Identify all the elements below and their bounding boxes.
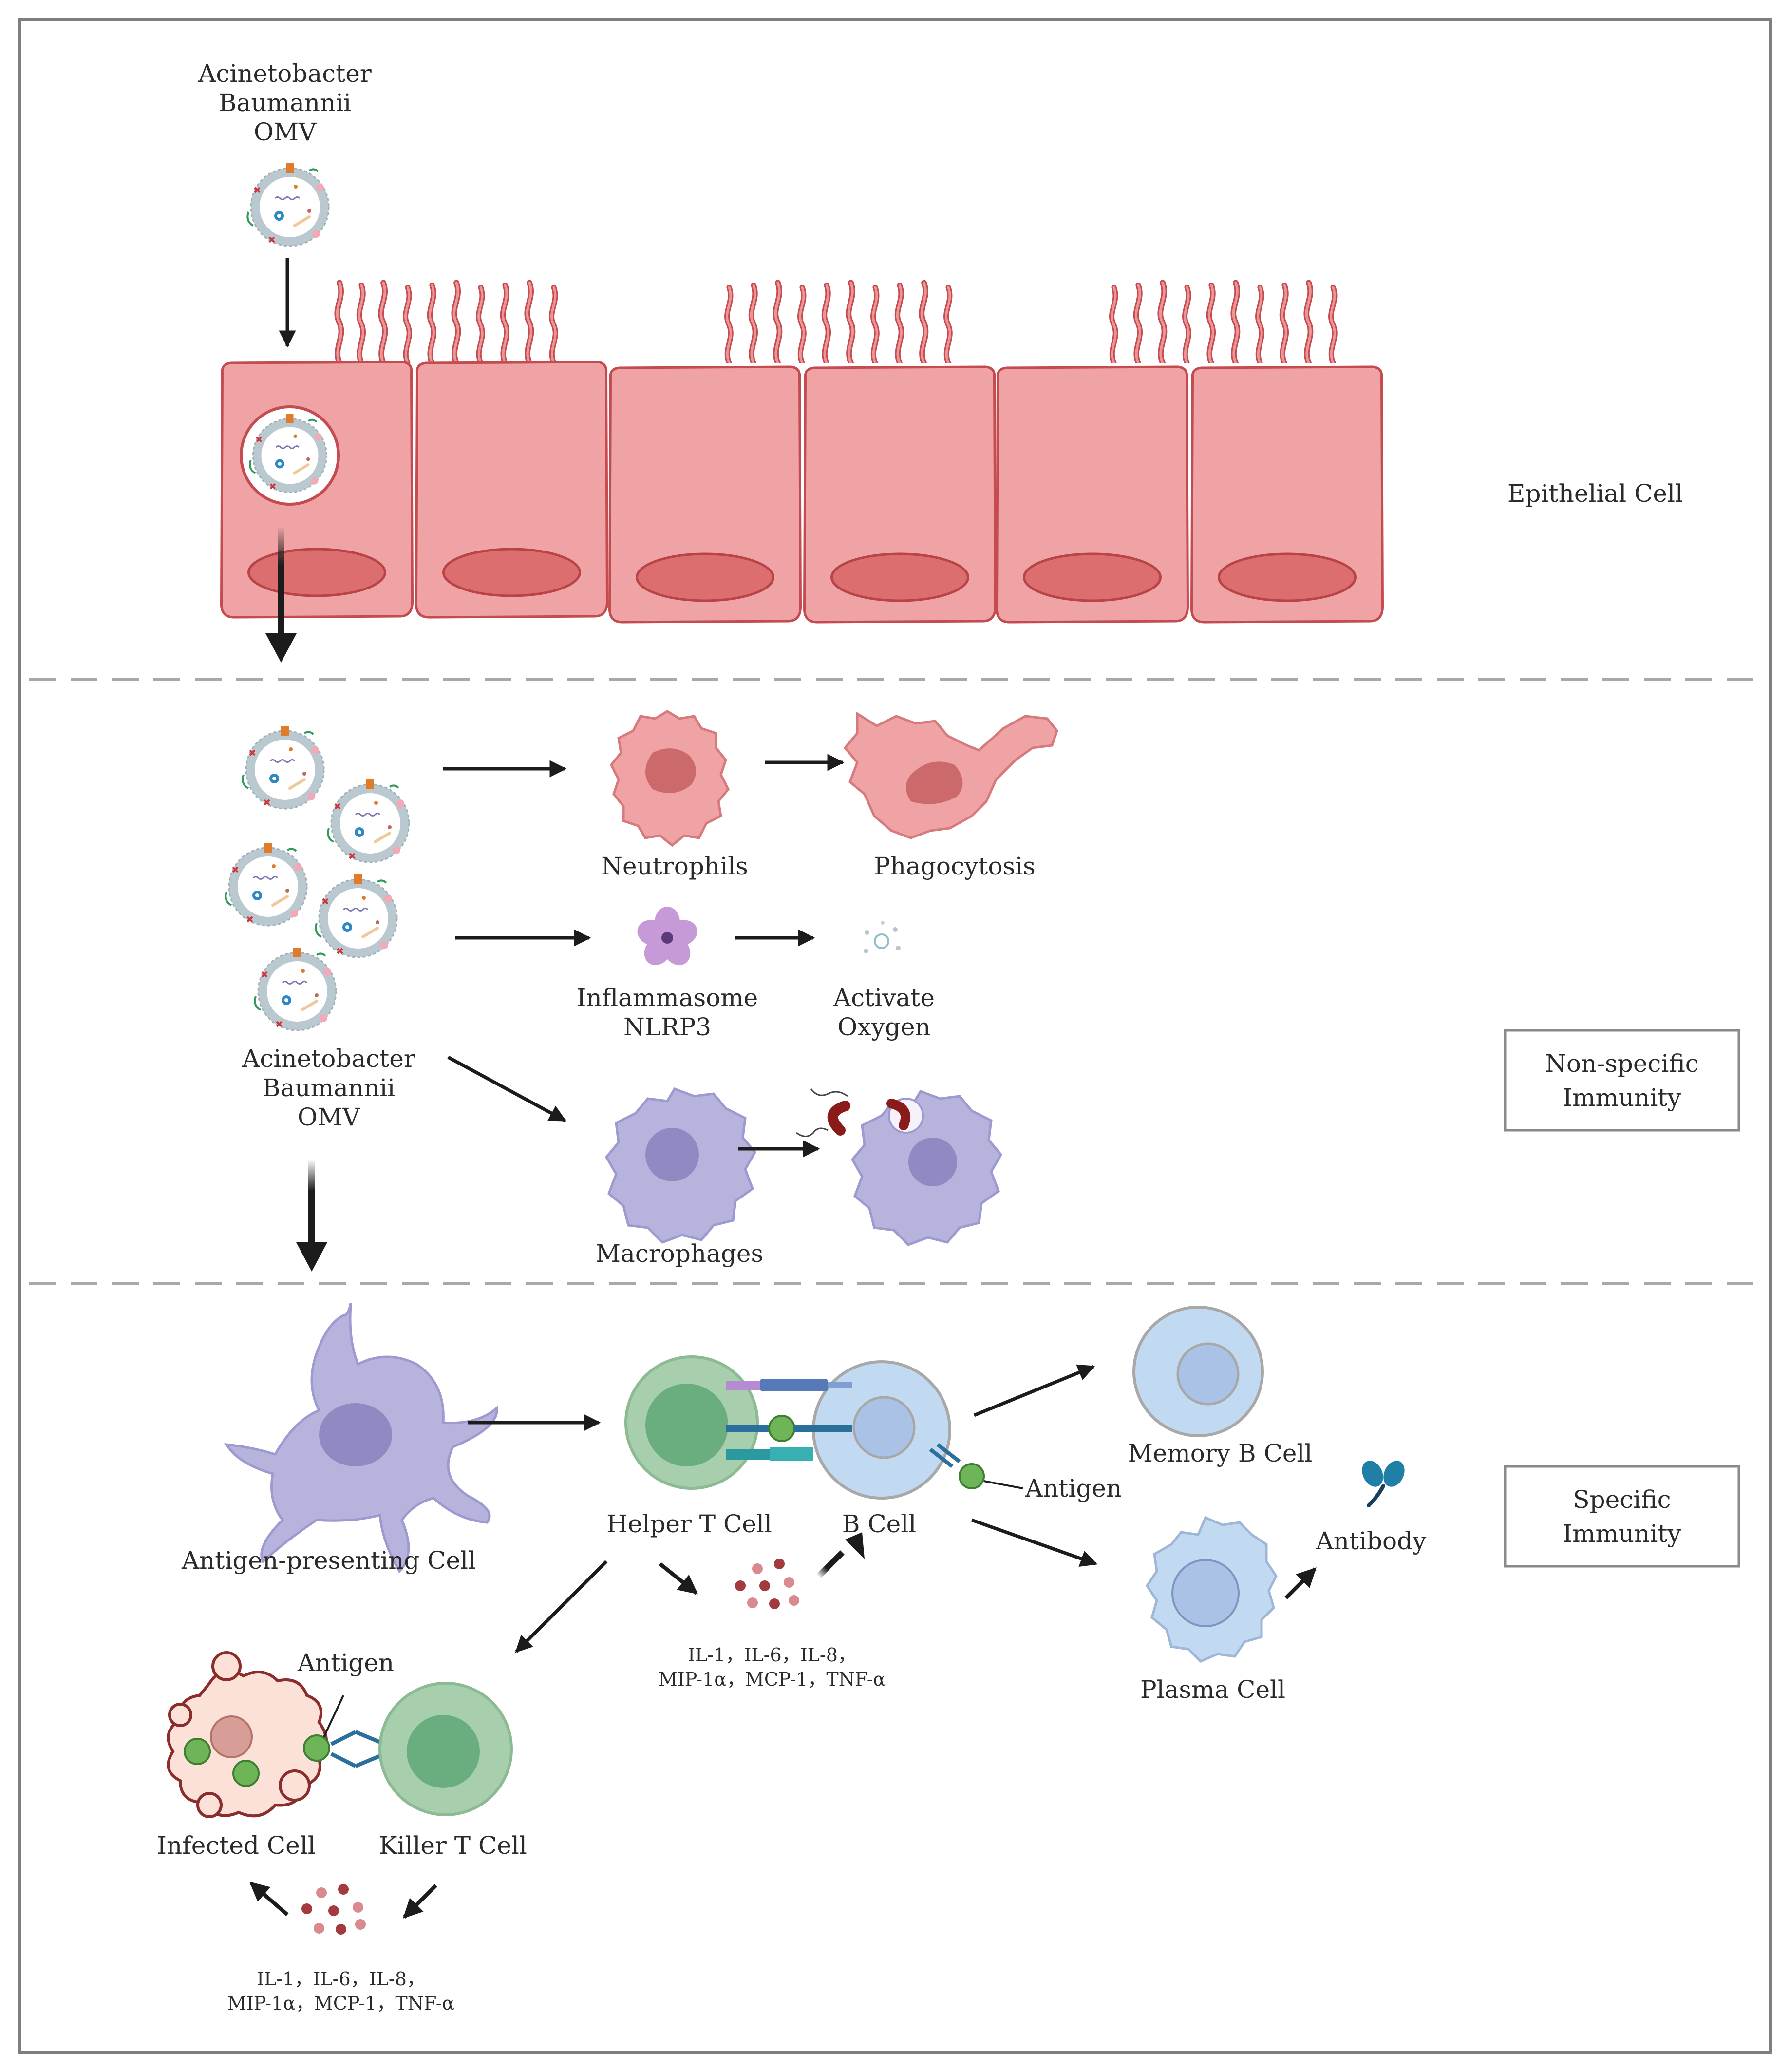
svg-text:Inflammasome: Inflammasome [577,984,758,1012]
memory-b-label: Memory B Cell [1128,1439,1313,1467]
specific-label-line1: Specific [1573,1485,1671,1514]
arrow-helper-to-cytokines [659,1562,698,1595]
infected-vesicle-1 [184,1738,211,1765]
svg-text:Baumannii: Baumannii [219,89,351,117]
antigen-infected-label: Antigen [297,1649,394,1677]
infected-cell-label: Infected Cell [157,1831,315,1860]
cytokines-cluster-bottom [301,1884,366,1935]
arrow-epithelium-down-shaft [278,526,284,638]
receptor-complex-middle [726,1415,852,1442]
cytokines-cluster-middle [735,1559,799,1609]
phagocytosis-label: Phagocytosis [874,852,1036,880]
infected-bleb-4 [196,1792,223,1818]
receptor-complex-bottom [726,1447,813,1461]
engulfing-nucleus [908,1138,957,1186]
svg-text:Baumannii: Baumannii [263,1074,395,1102]
cytokines-bottom-line2: MIP-1α，MCP-1，TNF-α [227,1993,454,2014]
infected-antigen [303,1734,330,1762]
flagellum-2 [810,1088,848,1097]
epithelial-cell-2 [416,362,607,617]
cytokines-middle-line2: MIP-1α，MCP-1，TNF-α [659,1669,886,1690]
antigen-b-pointer [983,1480,1023,1489]
specific-immunity-box [1504,1465,1740,1568]
svg-text:Oxygen: Oxygen [837,1013,930,1041]
nonspecific-immunity-box [1504,1029,1740,1132]
arrow-to-specific-head [296,1242,327,1272]
arrow-b-to-plasma [971,1518,1098,1567]
b-cell-label: B Cell [842,1510,916,1538]
cilia [337,283,1335,363]
arrow-cytokines-to-infected [249,1881,289,1917]
inflammasome-label: Inflammasome NLRP3 [577,984,758,1041]
nonspecific-label-line2: Immunity [1563,1084,1681,1112]
arrow-plasma-to-antibody [1284,1567,1317,1599]
omv-mid-label: Acinetobacter Baumannii OMV [242,1045,415,1131]
epithelial-cell-label: Epithelial Cell [1507,479,1683,508]
flagellum-1 [796,1127,829,1137]
antibody-icon [1362,1461,1405,1507]
cytokines-middle-line1: IL-1，IL-6，IL-8， [688,1644,856,1666]
tcr-receptor [330,1730,386,1768]
b-cell-nucleus [852,1396,916,1459]
apc-label: Antigen-presenting Cell [181,1546,476,1575]
svg-text:OMV: OMV [298,1103,360,1131]
arrow-helper-to-killer [515,1560,608,1653]
infected-vesicle-2 [232,1760,260,1787]
arrow-cytokines-to-b-head [845,1532,865,1559]
antigen-infected-pointer [323,1695,344,1737]
omv-cluster [226,725,409,1030]
apc-nucleus [319,1403,392,1466]
omv-vesicle-top [247,162,329,246]
inflammasome-icon [637,907,697,966]
outer-frame [18,18,1772,2054]
reactive-oxygen-icon [864,921,901,953]
phagocytosis-nucleus [906,761,963,804]
activate-oxygen-label: Activate Oxygen [833,984,935,1041]
infected-bleb-3 [279,1769,311,1802]
svg-text:OMV: OMV [254,118,317,146]
macrophages-label: Macrophages [596,1239,763,1268]
killer-t-label: Killer T Cell [379,1831,527,1860]
plasma-nucleus [1171,1559,1240,1627]
infected-bleb-1 [211,1651,242,1681]
antibody-label: Antibody [1316,1527,1427,1555]
receptor-complex-top [726,1379,852,1391]
killer-t-nucleus [407,1715,480,1788]
epithelial-cell-4 [805,367,996,622]
epithelial-cell-5 [997,367,1188,622]
omv-top-label: Acinetobacter Baumannii OMV [198,59,372,146]
neutrophils-label: Neutrophils [601,852,748,880]
arrow-omv-to-macrophages [447,1055,567,1122]
svg-text:Acinetobacter: Acinetobacter [198,59,372,88]
infected-bleb-2 [168,1703,192,1727]
svg-text:Activate: Activate [833,984,935,1012]
neutrophil-nucleus [645,748,696,793]
epithelium [222,283,1383,622]
plasma-label: Plasma Cell [1140,1675,1285,1704]
memory-b-nucleus [1176,1342,1240,1406]
arrow-killer-to-cytokines [403,1884,437,1919]
arrow-epithelium-down-head [265,633,297,663]
antigen-b-label: Antigen [1025,1474,1122,1502]
cytokines-bottom-line1: IL-1，IL-6，IL-8， [257,1968,425,1990]
nonspecific-label-line1: Non-specific [1545,1049,1699,1078]
bacterium-1 [827,1101,850,1136]
bacterium-2 [886,1099,910,1130]
arrow-to-specific-shaft [308,1160,315,1250]
specific-label-line2: Immunity [1563,1520,1681,1548]
macrophage-nucleus [645,1128,699,1181]
arrow-cytokines-to-b-shaft [816,1550,845,1579]
b-cell-antigen [959,1463,985,1489]
epithelial-cell-3 [610,367,801,622]
svg-text:NLRP3: NLRP3 [623,1013,711,1041]
svg-text:Acinetobacter: Acinetobacter [242,1045,415,1073]
helper-t-label: Helper T Cell [606,1510,772,1538]
arrow-b-to-memory [973,1364,1095,1417]
infected-nucleus [210,1715,253,1758]
helper-t-nucleus [645,1384,728,1466]
b-cell-receptor [929,1443,961,1468]
epithelial-cell-6 [1192,367,1383,622]
